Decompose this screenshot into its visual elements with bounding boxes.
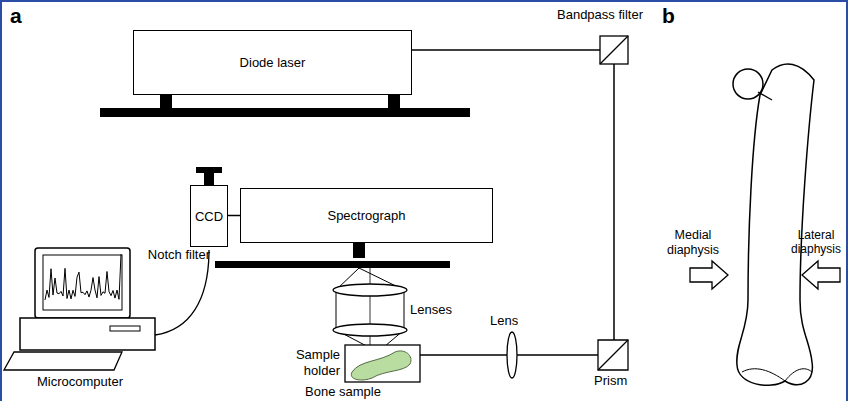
ccd-knob (196, 167, 222, 173)
sample-holder-symbol (345, 345, 420, 382)
ccd-knob (204, 172, 214, 186)
computer-case (20, 318, 155, 350)
panel-letter: b (662, 3, 692, 28)
part-label: Bandpass filter (540, 7, 660, 23)
connector (228, 215, 240, 217)
box-label: CCD (195, 209, 223, 224)
collection-ray (359, 268, 404, 352)
monitor (35, 248, 130, 318)
optical-axis (370, 268, 371, 352)
part-label: Microcomputer (15, 374, 145, 390)
condyle-line (742, 369, 812, 381)
medial-arrow (690, 261, 728, 289)
site-label: Medial diaphysis (660, 228, 726, 258)
part-label: Sample holder (268, 347, 340, 378)
disk-drive (110, 326, 140, 331)
lens-symbol (333, 324, 407, 336)
laser-foot (388, 95, 400, 108)
spectrograph-box: Spectrograph (240, 188, 493, 243)
laser-foot (160, 95, 172, 108)
notch-filter-symbol (215, 261, 450, 268)
part-label: Notch filter (98, 247, 210, 263)
box-label: Diode laser (240, 55, 306, 70)
lens-symbol (507, 332, 517, 378)
keyboard (4, 352, 122, 370)
laser-platform (100, 108, 470, 117)
spectrum-trace (45, 254, 121, 300)
monitor-screen (43, 255, 122, 310)
screen-spectrum (45, 254, 121, 300)
part-label: Prism (594, 373, 644, 389)
part-label: Lens (490, 313, 530, 329)
lens-symbol (333, 284, 407, 296)
data-cable (155, 250, 209, 335)
bone-sample-symbol (351, 351, 411, 380)
site-label: Lateral diaphysis (788, 228, 844, 257)
femoral-neck (758, 92, 772, 100)
laser-box: Diode laser (133, 30, 412, 95)
femoral-head (733, 69, 763, 99)
prism-symbol (598, 340, 628, 370)
laser-beam (613, 50, 615, 348)
bandpass-filter-symbol (600, 36, 628, 64)
box-label: Spectrograph (327, 208, 405, 223)
femur-outline (737, 64, 814, 385)
entrance-slit (353, 243, 365, 258)
camera-box: CCD (190, 185, 228, 247)
bandpass-filter-symbol (600, 36, 628, 64)
laser-beam (412, 49, 614, 51)
part-label: Lenses (410, 302, 470, 318)
prism-symbol (598, 340, 628, 370)
collection-ray (336, 268, 378, 352)
panel-letter: a (10, 3, 40, 28)
lateral-arrow (802, 261, 840, 289)
part-label: Bone sample (305, 384, 405, 400)
